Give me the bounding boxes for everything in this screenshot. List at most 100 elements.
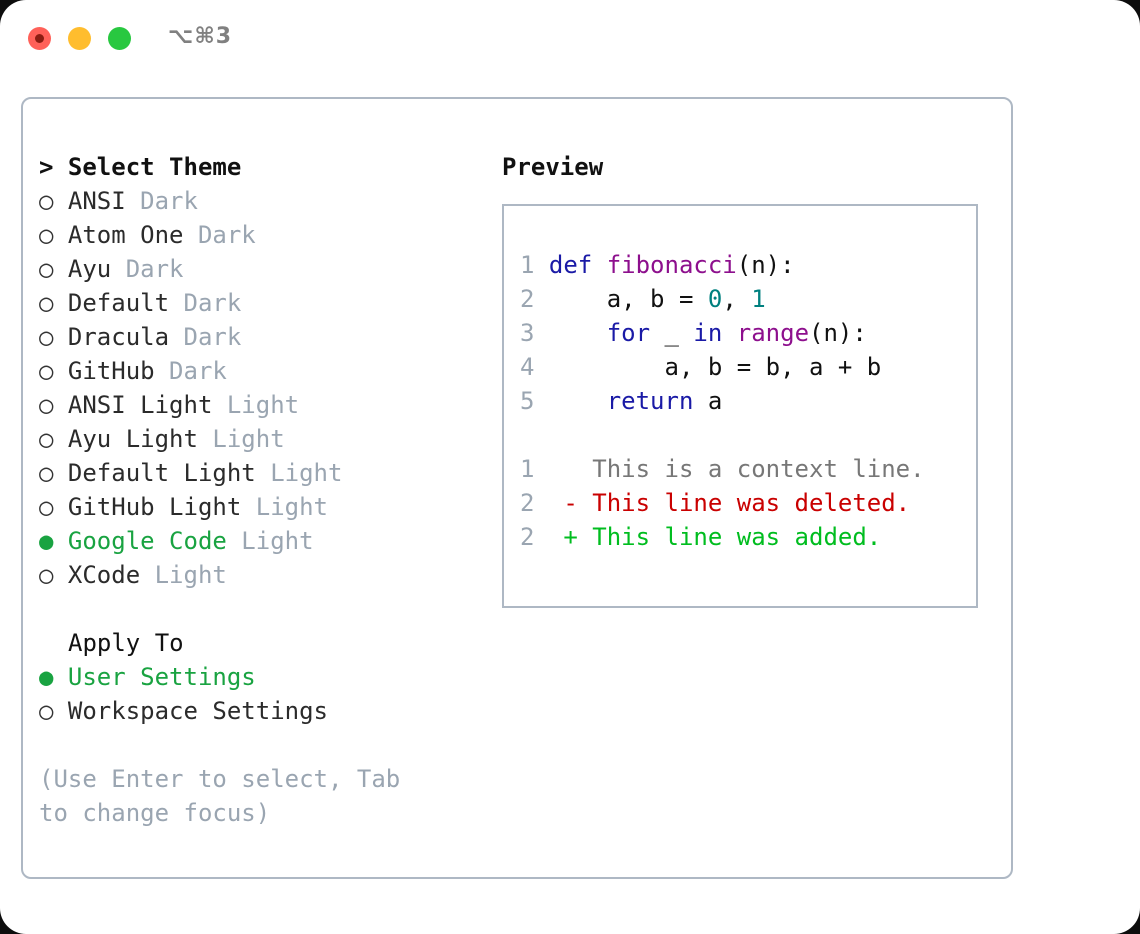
code-token-plain: (n):	[809, 319, 867, 347]
theme-variant-tag: Light	[212, 391, 300, 419]
radio-unselected-icon: ○	[39, 221, 54, 249]
code-token-kw: for	[606, 319, 651, 347]
code-line-number: 4	[520, 353, 535, 381]
theme-option-atom-one[interactable]: ○ Atom One Dark	[39, 218, 469, 252]
code-gutter-space	[534, 319, 548, 347]
code-token-plain: ,	[722, 285, 752, 313]
theme-variant-tag: Light	[241, 493, 328, 521]
theme-variant-tag: Light	[197, 425, 285, 453]
theme-option-google-code[interactable]: ● Google Code Light	[39, 524, 469, 558]
radio-unselected-icon: ○	[39, 391, 54, 419]
code-token-plain: a	[693, 387, 723, 415]
keyboard-hint-text: (Use Enter to select, Tab to change focu…	[39, 765, 415, 827]
theme-variant-tag: Dark	[169, 323, 242, 351]
diff-line-number: 2	[520, 523, 535, 551]
code-line: 1 def fibonacci(n):	[520, 248, 970, 282]
code-token-kw: return	[606, 387, 694, 415]
minimize-window-button[interactable]	[68, 27, 91, 50]
theme-option-label: Default Light	[53, 459, 256, 487]
theme-option-github-light[interactable]: ○ GitHub Light Light	[39, 490, 469, 524]
theme-option-ansi-light[interactable]: ○ ANSI Light Light	[39, 388, 469, 422]
theme-option-ayu-light[interactable]: ○ Ayu Light Light	[39, 422, 469, 456]
code-gutter-space	[534, 387, 548, 415]
theme-option-github[interactable]: ○ GitHub Dark	[39, 354, 469, 388]
preview-column: Preview 1 def fibonacci(n):2 a, b = 0, 1…	[502, 150, 982, 608]
theme-option-label: Dracula	[53, 323, 170, 351]
code-line: 4 a, b = b, a + b	[520, 350, 970, 384]
code-token-plain	[549, 319, 607, 347]
code-line: 2 a, b = 0, 1	[520, 282, 970, 316]
theme-option-label: Ayu Light	[53, 425, 198, 453]
radio-unselected-icon: ○	[39, 255, 54, 283]
code-gutter-space	[534, 353, 548, 381]
code-token-plain: a, b = b, a + b	[548, 353, 882, 381]
diff-line-number: 2	[520, 489, 535, 517]
theme-option-default[interactable]: ○ Default Dark	[39, 286, 469, 320]
maximize-window-button[interactable]	[108, 27, 131, 50]
code-gutter-space	[534, 285, 548, 313]
theme-option-label: Google Code	[53, 527, 227, 555]
main-panel: > Select Theme ○ ANSI Dark○ Atom One Dar…	[21, 97, 1013, 879]
theme-variant-tag: Dark	[183, 221, 256, 249]
diff-line-text-del: - This line was deleted.	[534, 489, 911, 517]
theme-option-dracula[interactable]: ○ Dracula Dark	[39, 320, 469, 354]
theme-selector-column: > Select Theme ○ ANSI Dark○ Atom One Dar…	[39, 150, 469, 830]
diff-line: 1 This is a context line.	[520, 452, 970, 486]
theme-option-list: ○ ANSI Dark○ Atom One Dark○ Ayu Dark○ De…	[39, 184, 469, 592]
radio-unselected-icon: ○	[39, 493, 54, 521]
theme-option-label: ANSI Light	[53, 391, 213, 419]
code-token-kw: def	[548, 251, 607, 279]
title-bar: ⌥⌘3	[0, 0, 1140, 78]
keyboard-shortcut-label: ⌥⌘3	[168, 24, 233, 49]
section-spacer	[39, 592, 469, 626]
code-line-number: 1	[520, 251, 535, 279]
diff-line-number: 1	[520, 455, 535, 483]
diff-sample: 1 This is a context line.2 - This line w…	[520, 452, 970, 554]
apply-to-option-list: ● User Settings○ Workspace Settings	[39, 660, 469, 728]
diff-line-text-add: + This line was added.	[534, 523, 882, 551]
theme-variant-tag: Dark	[111, 255, 184, 283]
code-line-number: 5	[520, 387, 535, 415]
code-diff-spacer	[520, 418, 970, 452]
code-token-plain	[549, 387, 607, 415]
theme-option-label: GitHub Light	[53, 493, 242, 521]
theme-option-label: Default	[53, 289, 170, 317]
code-token-fn: fibonacci	[606, 251, 737, 279]
diff-line: 2 - This line was deleted.	[520, 486, 970, 520]
radio-selected-icon: ●	[39, 527, 54, 555]
radio-unselected-icon: ○	[39, 187, 54, 215]
theme-variant-tag: Light	[255, 459, 343, 487]
code-token-plain: (n):	[736, 251, 795, 279]
theme-option-label: XCode	[53, 561, 141, 589]
radio-unselected-icon: ○	[39, 459, 54, 487]
theme-option-label: Ayu	[53, 255, 112, 283]
preview-heading: Preview	[502, 153, 604, 181]
code-token-plain: a, b =	[548, 285, 708, 313]
radio-unselected-icon: ○	[39, 323, 54, 351]
radio-unselected-icon: ○	[39, 561, 54, 589]
apply-to-option-label: User Settings	[53, 663, 256, 691]
theme-option-ayu[interactable]: ○ Ayu Dark	[39, 252, 469, 286]
code-gutter-space	[534, 251, 548, 279]
radio-unselected-icon: ○	[39, 697, 54, 725]
code-token-kw: in	[693, 319, 723, 347]
theme-option-label: Atom One	[53, 221, 184, 249]
theme-variant-tag: Dark	[125, 187, 198, 215]
code-token-plain	[722, 319, 736, 347]
diff-line: 2 + This line was added.	[520, 520, 970, 554]
code-token-fn: range	[736, 319, 810, 347]
code-token-num: 1	[751, 285, 766, 313]
apply-to-option-workspace-settings[interactable]: ○ Workspace Settings	[39, 694, 469, 728]
close-window-button[interactable]	[28, 27, 51, 50]
theme-variant-tag: Dark	[169, 289, 242, 317]
code-token-num: 0	[707, 285, 723, 313]
theme-option-ansi[interactable]: ○ ANSI Dark	[39, 184, 469, 218]
radio-unselected-icon: ○	[39, 289, 54, 317]
theme-option-default-light[interactable]: ○ Default Light Light	[39, 456, 469, 490]
apply-to-option-user-settings[interactable]: ● User Settings	[39, 660, 469, 694]
theme-option-xcode[interactable]: ○ XCode Light	[39, 558, 469, 592]
apply-to-heading: Apply To	[68, 629, 184, 657]
radio-unselected-icon: ○	[39, 425, 54, 453]
